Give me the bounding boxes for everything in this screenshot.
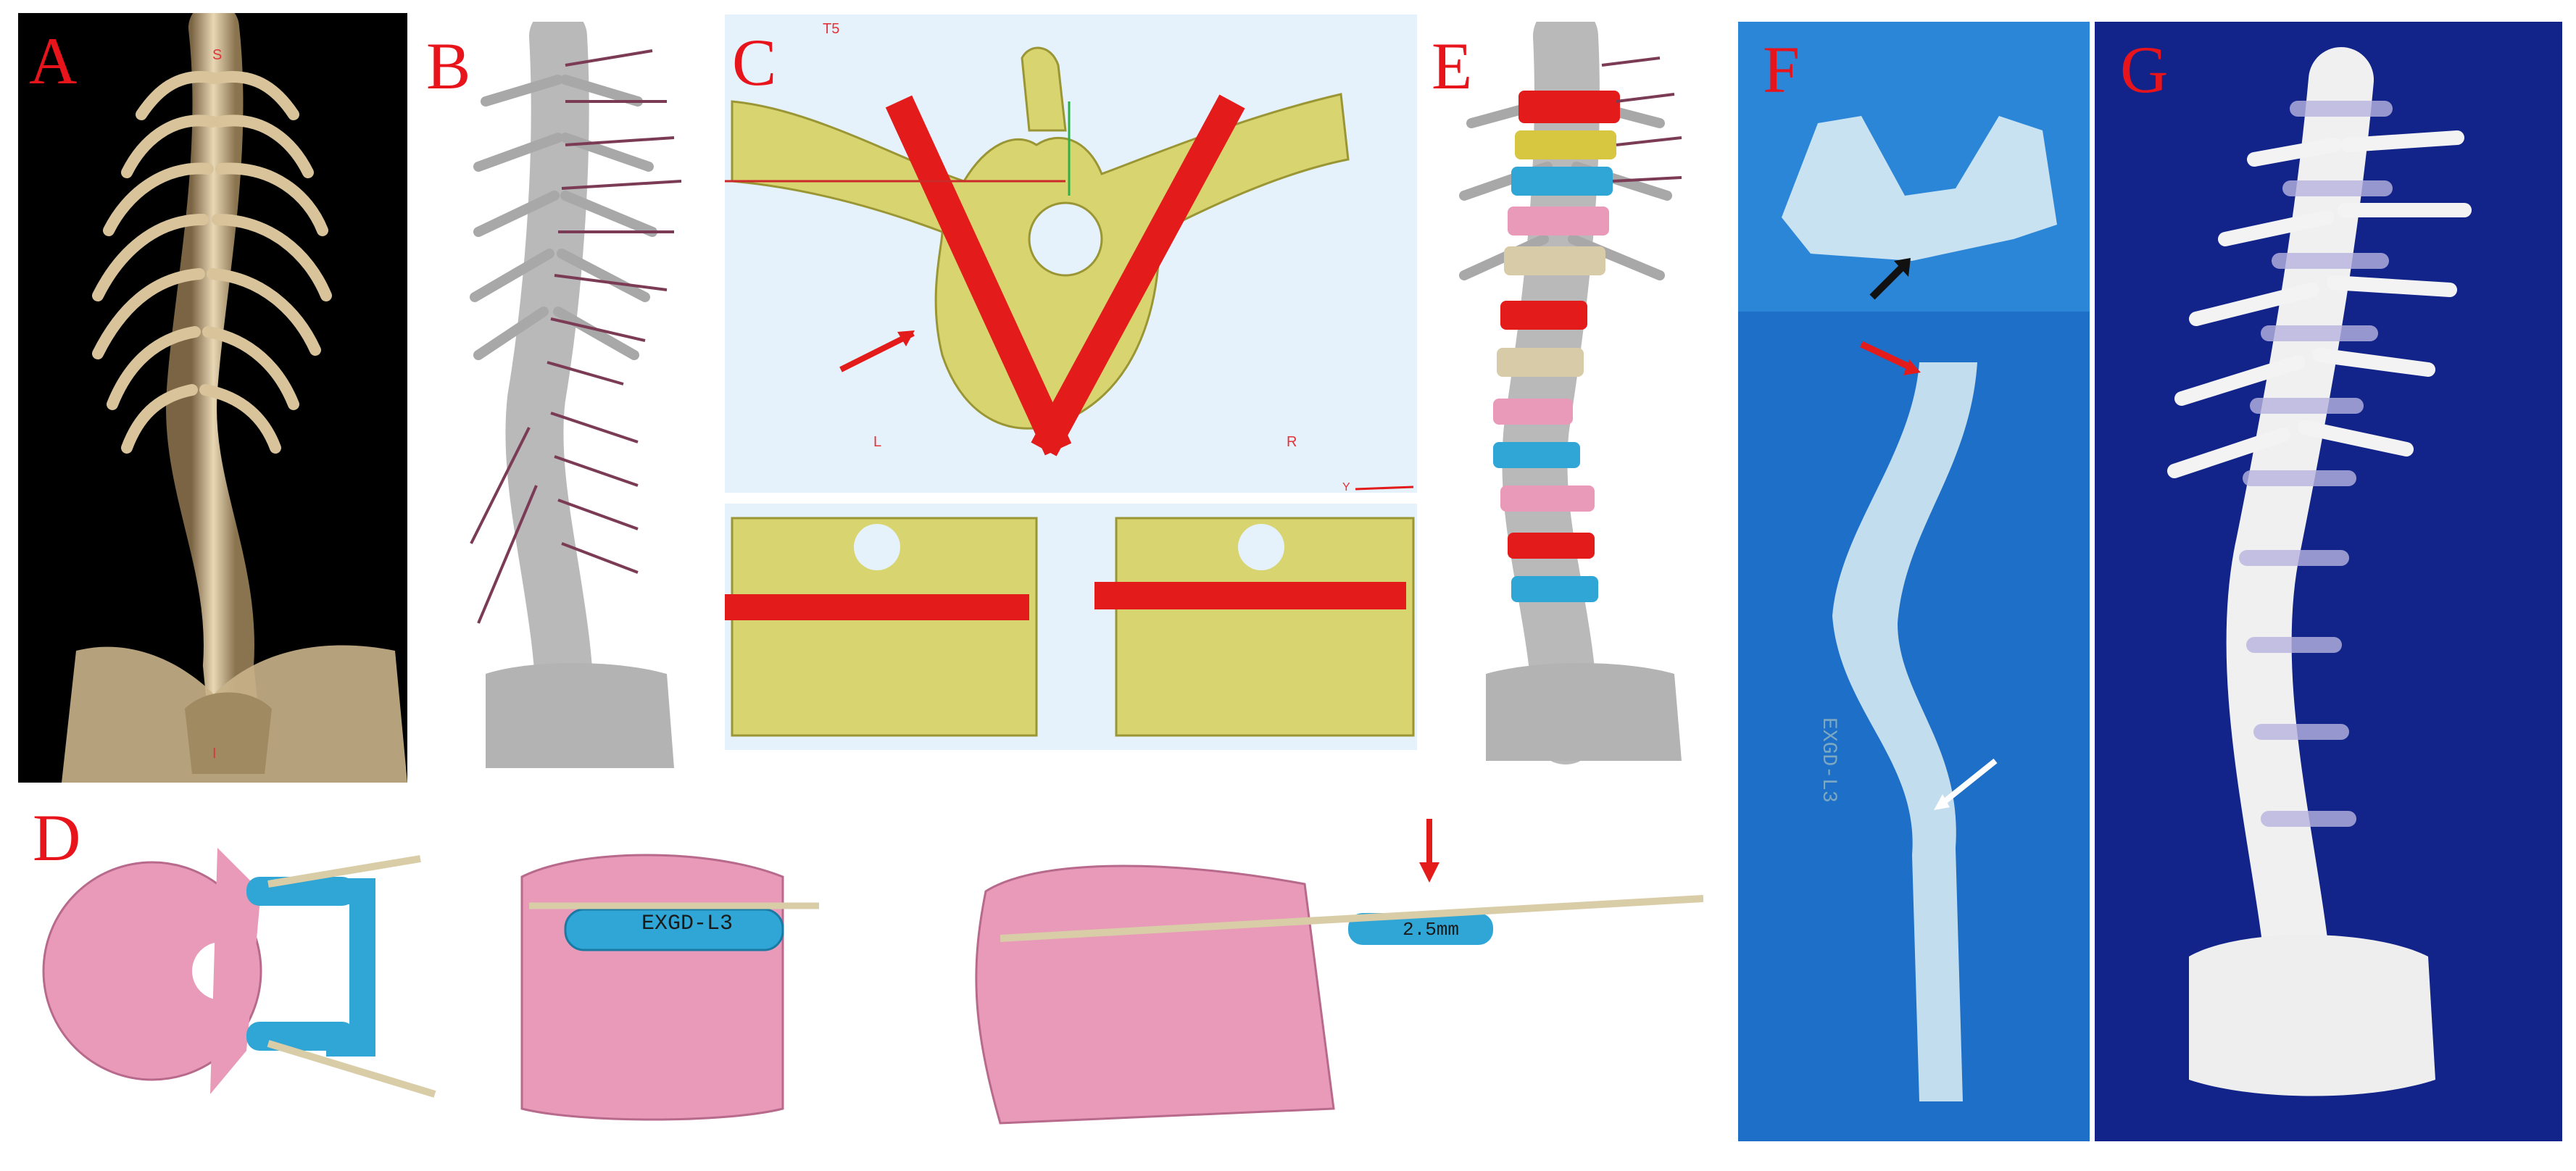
printed-guide-photos [1738,22,2090,1101]
lateral-vertebra-with-rods [725,517,1415,737]
panel-e-guides-on-model [1442,22,1703,768]
panel-a-bottom-marker: I [212,746,217,762]
panel-b-screw-trajectory-model [457,22,703,775]
panel-d-label: D [33,801,81,875]
axial-vertebra-with-rods [725,46,1414,491]
panel-c-axis-marker: Y [1342,481,1350,493]
pink-vertebra-guide-views [42,819,1703,1125]
grey-spine-model [470,22,682,768]
panel-d-guide-on-lumbar-vertebra: EXGD-L3 2.5mm [29,804,1703,1145]
panel-c-left-marker: L [873,434,882,450]
ct-spine-image [62,13,407,783]
panel-a-ct-reconstruction: S I [18,13,407,783]
panel-g-printed-spine-photo [2095,22,2562,1141]
panel-e-label: E [1432,29,1473,103]
panel-d-guide-imprint: EXGD-L3 [641,912,734,936]
grey-spine-with-guides [1459,22,1682,764]
panel-b-label: B [426,29,471,103]
panel-c-level-label: T5 [823,21,840,37]
panel-f-guide-imprint: EXGD-L3 [1817,717,1840,803]
panel-g-label: G [2120,33,2169,107]
panel-c-label: C [732,25,777,99]
printed-spine-model [2167,47,2472,1096]
panel-c-right-marker: R [1287,434,1297,450]
panel-a-label: A [29,24,78,98]
panel-c-lateral-planning-views: L R [725,504,1417,750]
panel-c-axial-planning-view: T5 L R Y [725,14,1417,493]
panel-f-printed-guide-photo: EXGD-L3 [1738,22,2090,1141]
panel-a-top-marker: S [212,47,223,63]
panel-d-sleeve-size: 2.5mm [1403,919,1460,941]
panel-f-label: F [1763,33,1800,107]
